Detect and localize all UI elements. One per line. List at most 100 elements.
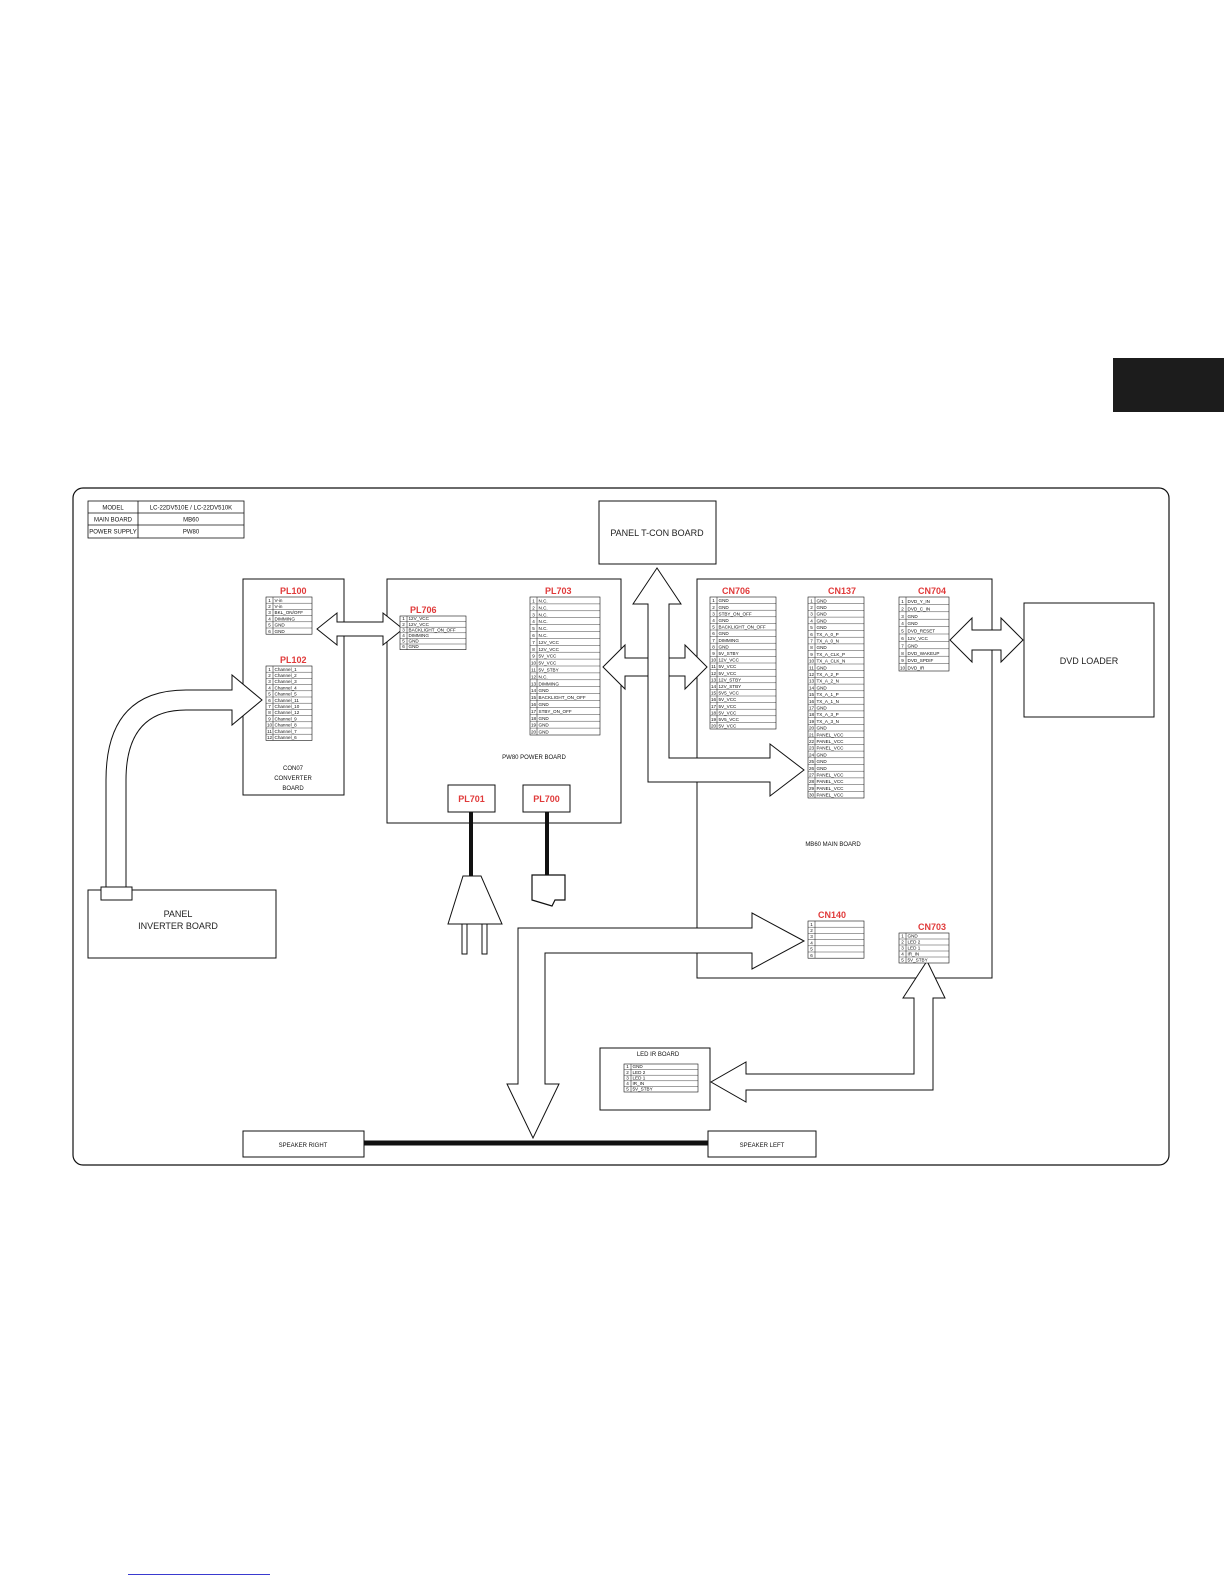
pin-number: 5 xyxy=(901,958,904,963)
pin-table-frame xyxy=(898,932,950,964)
pin-number: 3 xyxy=(712,611,715,616)
pin-signal: N.C. xyxy=(539,619,548,624)
plug-prong-right xyxy=(481,923,488,955)
pin-number: 2 xyxy=(626,1070,629,1075)
pin-number: 1 xyxy=(810,922,813,927)
pin-signal: Channel_4 xyxy=(275,685,298,690)
pin-number: 1 xyxy=(268,667,271,672)
pin-number: 4 xyxy=(532,619,535,624)
connector-label: PL706 xyxy=(410,605,437,615)
pin-number: 20 xyxy=(531,730,537,735)
pin-number: 19 xyxy=(809,719,815,724)
corner-tab xyxy=(1113,358,1224,412)
pin-signal: DVD_RESET xyxy=(908,629,936,634)
pin-signal: PANEL_VCC xyxy=(817,773,845,778)
pin-number: 3 xyxy=(901,614,904,619)
pin-signal: 5V5_VCC xyxy=(719,691,740,696)
model-table xyxy=(87,500,245,539)
pin-number: 9 xyxy=(532,654,535,659)
pin-number: 10 xyxy=(711,658,717,663)
pin-signal: V-in xyxy=(275,604,283,609)
pin-number: 10 xyxy=(809,659,815,664)
pin-signal: 5V_STBY xyxy=(539,668,559,673)
pin-signal: V-in xyxy=(275,598,283,603)
pin-number: 5 xyxy=(810,947,813,952)
pin-signal: Channel_8 xyxy=(275,723,298,728)
model-value: LC-22DV510E / LC-22DV510K xyxy=(150,506,232,512)
pin-signal: GND xyxy=(908,621,919,626)
pin-signal: GND xyxy=(719,598,730,603)
pin-signal: GND xyxy=(817,612,828,617)
pin-number: 7 xyxy=(712,638,715,643)
pin-signal: DVD_WAKEUP xyxy=(908,651,940,656)
pin-number: 5 xyxy=(402,639,405,644)
pin-number: 5 xyxy=(268,692,271,697)
pin-signal: TX_A_0_P xyxy=(817,632,839,637)
pin-signal: 5V_VCC xyxy=(539,661,558,666)
pin-number: 8 xyxy=(901,651,904,656)
pin-number: 4 xyxy=(810,940,813,945)
pin-signal: GND xyxy=(817,759,828,764)
pin-signal: 12V_VCC xyxy=(409,616,430,621)
pin-signal: 12V_VCC xyxy=(409,622,430,627)
pin-signal: GND xyxy=(817,598,828,603)
pin-signal: 12V_VCC xyxy=(539,647,560,652)
connector-label: CN706 xyxy=(722,586,750,596)
pin-number: 9 xyxy=(901,658,904,663)
pin-number: 5 xyxy=(712,625,715,630)
plug-prong-left xyxy=(461,923,468,955)
pin-signal: TX_A_3_P xyxy=(817,712,839,717)
pin-number: 3 xyxy=(402,627,405,632)
power-supply-value: PW80 xyxy=(183,530,200,536)
pin-signal: GND xyxy=(817,766,828,771)
pin-number: 4 xyxy=(268,616,271,621)
arrow-converter-pl706 xyxy=(316,611,404,647)
pin-signal: STBY_ON_OFF xyxy=(539,709,572,714)
pin-signal: Channel_6 xyxy=(275,735,298,740)
pin-number: 13 xyxy=(531,681,537,686)
pl700-label: PL700 xyxy=(533,794,560,804)
pin-number: 17 xyxy=(809,706,815,711)
pin-number: 14 xyxy=(809,685,815,690)
pin-number: 2 xyxy=(810,605,813,610)
pin-number: 1 xyxy=(268,598,271,603)
pin-number: 1 xyxy=(402,616,405,621)
pin-number: 2 xyxy=(268,673,271,678)
pin-signal: 5V5_VCC xyxy=(719,717,740,722)
pin-number: 9 xyxy=(712,651,715,656)
pin-number: 2 xyxy=(402,622,405,627)
pin-signal: GND xyxy=(817,706,828,711)
pin-number: 5 xyxy=(532,626,535,631)
pin-signal: GND xyxy=(817,726,828,731)
pin-number: 6 xyxy=(810,632,813,637)
pin-number: 1 xyxy=(532,599,535,604)
pin-number: 18 xyxy=(531,716,537,721)
pin-number: 2 xyxy=(532,605,535,610)
pin-signal: GND xyxy=(409,639,420,644)
pin-number: 19 xyxy=(531,723,537,728)
pin-signal: 12V_VCC xyxy=(719,658,740,663)
pin-signal: GND xyxy=(633,1064,644,1069)
pin-signal: TX_A_CLK_N xyxy=(817,659,846,664)
pin-signal: 5V_VCC xyxy=(719,704,738,709)
pin-signal: GND xyxy=(719,644,730,649)
pin-signal: GND xyxy=(539,702,550,707)
pin-number: 11 xyxy=(809,665,814,670)
arrow-to-tcon-cn137 xyxy=(632,567,805,798)
pl701-label: PL701 xyxy=(458,794,485,804)
model-label: MODEL xyxy=(102,506,124,512)
pin-signal: 5V_VCC xyxy=(539,654,558,659)
connector-label: PL100 xyxy=(280,586,307,596)
inverter-cable xyxy=(105,673,263,891)
pin-number: 14 xyxy=(711,684,717,689)
connector-label: CN140 xyxy=(818,910,846,920)
pin-signal: STBY_ON_OFF xyxy=(719,611,752,616)
pin-signal: TX_A_1_N xyxy=(817,699,839,704)
pin-number: 8 xyxy=(810,645,813,650)
pin-signal: TX_A_0_N xyxy=(817,639,839,644)
pin-signal: N.C. xyxy=(539,674,548,679)
pin-number: 16 xyxy=(809,699,815,704)
